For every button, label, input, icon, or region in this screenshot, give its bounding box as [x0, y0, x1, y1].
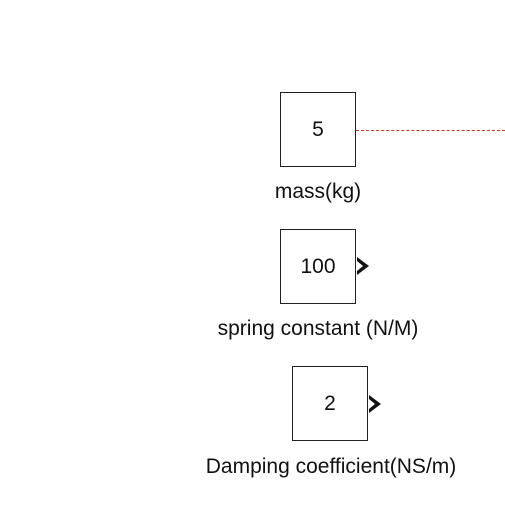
damping-value: 2 [324, 391, 336, 415]
spring-constant-block[interactable]: 100 [280, 229, 356, 304]
mass-signal-line[interactable] [356, 130, 505, 131]
spring-label: spring constant (N/M) [217, 317, 419, 340]
damping-output-port-icon[interactable] [369, 395, 381, 413]
mass-value: 5 [312, 117, 324, 141]
damping-constant-block[interactable]: 2 [292, 366, 368, 441]
mass-label: mass(kg) [274, 180, 362, 203]
spring-output-port-icon[interactable] [357, 257, 369, 275]
damping-label: Damping coefficient(NS/m) [205, 455, 457, 478]
spring-value: 100 [300, 254, 336, 278]
mass-constant-block[interactable]: 5 [280, 92, 356, 167]
